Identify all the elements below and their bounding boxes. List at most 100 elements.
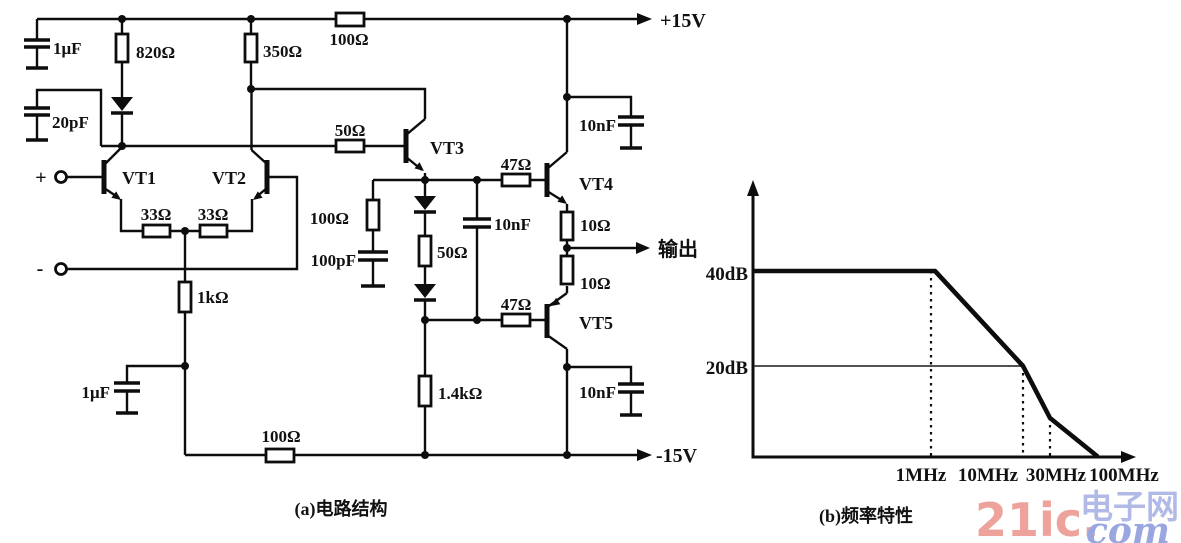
chart-gain-curve	[752, 268, 1100, 459]
label-cap-20pf: 20pF	[52, 113, 89, 132]
diode-bias-upper	[414, 196, 436, 210]
label-resistor-10-bottom: 10Ω	[580, 274, 611, 293]
chart-axes	[751, 186, 1128, 459]
label-10mhz: 10MHz	[958, 465, 1019, 486]
label-input-minus: -	[37, 258, 44, 280]
resistor-50-mid	[417, 234, 433, 268]
watermark-brand: 21ic.	[975, 493, 1100, 543]
label-cap-1uf-top: 1μF	[53, 39, 82, 58]
resistor-1p4k	[417, 374, 433, 408]
driver-bus-bottom: 47Ω	[421, 295, 547, 328]
branch-820-diode: 820Ω	[111, 19, 175, 146]
label-vt1: VT1	[122, 168, 156, 188]
vt3-emitter-arrow	[414, 162, 424, 171]
watermark-tld: com	[1086, 510, 1170, 543]
label-vt2: VT2	[212, 168, 246, 188]
capacitor-10nf-mid: 10nF	[463, 180, 531, 320]
resistor-10-bottom	[559, 254, 575, 286]
capacitor-20pf: 20pF	[24, 88, 103, 146]
label-30mhz: 30MHz	[1026, 465, 1087, 486]
label-vt5: VT5	[579, 313, 613, 333]
label-resistor-100-rail: 100Ω	[329, 30, 368, 49]
arrow-output	[636, 242, 650, 254]
resistor-10-top	[559, 210, 575, 242]
watermark-site-cn: 电子网	[1080, 487, 1179, 526]
transistor-vt4: VT4	[544, 19, 613, 210]
diode-820-branch	[111, 97, 133, 111]
chart-xaxis-arrow	[1121, 451, 1136, 463]
watermark: 21ic. 电子网 com	[975, 487, 1179, 543]
label-resistor-50-vt3base: 50Ω	[335, 121, 366, 140]
resistor-820	[114, 32, 130, 64]
transistor-vt1: + VT1	[35, 146, 156, 200]
output-emitter-resistors: 10Ω 10Ω	[559, 210, 611, 293]
resistor-100-rail	[334, 11, 366, 28]
driver-bus-top: 47Ω	[373, 155, 547, 188]
vt4-emitter-arrow	[557, 195, 567, 204]
resistor-1k	[177, 280, 193, 314]
capacitor-10nf-bottom: 10nF	[567, 365, 644, 417]
label-resistor-1k: 1kΩ	[197, 288, 229, 307]
bias-diode-chain: 50Ω	[414, 180, 468, 320]
frequency-response-chart: 40dB 20dB 1MHz 10MHz 30MHz 100MHz	[706, 180, 1159, 486]
label-plus15v: +15V	[660, 10, 706, 32]
transistor-vt2: - VT2	[37, 89, 299, 280]
caption-chart: (b)频率特性	[819, 505, 913, 527]
label-input-plus: +	[35, 167, 46, 189]
output-terminal: 输出	[567, 237, 698, 261]
transistor-vt5: VT5	[544, 292, 613, 455]
diode-bias-lower	[414, 284, 436, 298]
input-plus-terminal	[54, 170, 68, 184]
label-cap-1uf-bottom: 1μF	[81, 383, 110, 402]
transistor-vt3: VT3	[251, 87, 464, 180]
label-vt3: VT3	[430, 138, 464, 158]
vt1-emitter-arrow	[111, 191, 121, 200]
emitter-degeneration-network: 33Ω 33Ω 1kΩ	[119, 199, 254, 455]
vt5-emitter-arrow	[551, 297, 561, 306]
wire-vt1-collector-to-vt3-base: 50Ω	[101, 121, 406, 154]
label-resistor-100-bottom: 100Ω	[261, 427, 300, 446]
label-resistor-820: 820Ω	[136, 43, 175, 62]
label-resistor-47-top: 47Ω	[501, 155, 532, 174]
chart-yaxis-arrow	[747, 180, 759, 196]
label-resistor-10-top: 10Ω	[580, 216, 611, 235]
branch-350: 350Ω	[243, 19, 302, 93]
label-resistor-47-bottom: 47Ω	[501, 295, 532, 314]
label-20db: 20dB	[706, 358, 749, 379]
vt2-emitter-arrow	[253, 191, 263, 200]
input-minus-terminal	[54, 262, 68, 276]
arrow-minus15v	[637, 449, 652, 461]
resistor-47-top	[500, 172, 532, 188]
resistor-350	[243, 32, 259, 64]
label-100mhz: 100MHz	[1089, 465, 1159, 486]
label-resistor-350: 350Ω	[263, 42, 302, 61]
label-resistor-33-right: 33Ω	[198, 205, 229, 224]
label-cap-10nf-mid: 10nF	[494, 215, 531, 234]
arrow-plus15v	[637, 13, 652, 25]
label-cap-10nf-top: 10nF	[579, 116, 616, 135]
capacitor-1uf-bottom: 1μF	[81, 364, 185, 415]
capacitor-1uf-top: 1μF	[24, 19, 82, 70]
resistor-100-rail-bottom	[264, 447, 296, 464]
resistor-47-bottom	[500, 312, 532, 328]
label-resistor-33-left: 33Ω	[141, 205, 172, 224]
negative-supply-rail: 100Ω -15V	[185, 427, 698, 467]
resistor-100-mid	[365, 198, 381, 232]
label-resistor-1p4k: 1.4kΩ	[438, 384, 482, 403]
label-output: 输出	[658, 237, 698, 261]
label-resistor-50-mid: 50Ω	[437, 243, 468, 262]
capacitor-10nf-top: 10nF	[567, 95, 644, 150]
label-1mhz: 1MHz	[896, 465, 947, 486]
branch-100r-100pf: 100Ω 100pF	[310, 180, 388, 288]
resistor-33-left	[141, 223, 172, 239]
branch-1k4: 1.4kΩ	[417, 320, 482, 455]
resistor-33-right	[198, 223, 229, 239]
label-cap-100pf: 100pF	[311, 251, 356, 270]
label-minus15v: -15V	[656, 445, 698, 467]
label-vt4: VT4	[579, 174, 613, 194]
caption-circuit: (a)电路结构	[295, 498, 388, 520]
label-cap-10nf-bottom: 10nF	[579, 383, 616, 402]
resistor-50-vt3base	[334, 138, 366, 154]
